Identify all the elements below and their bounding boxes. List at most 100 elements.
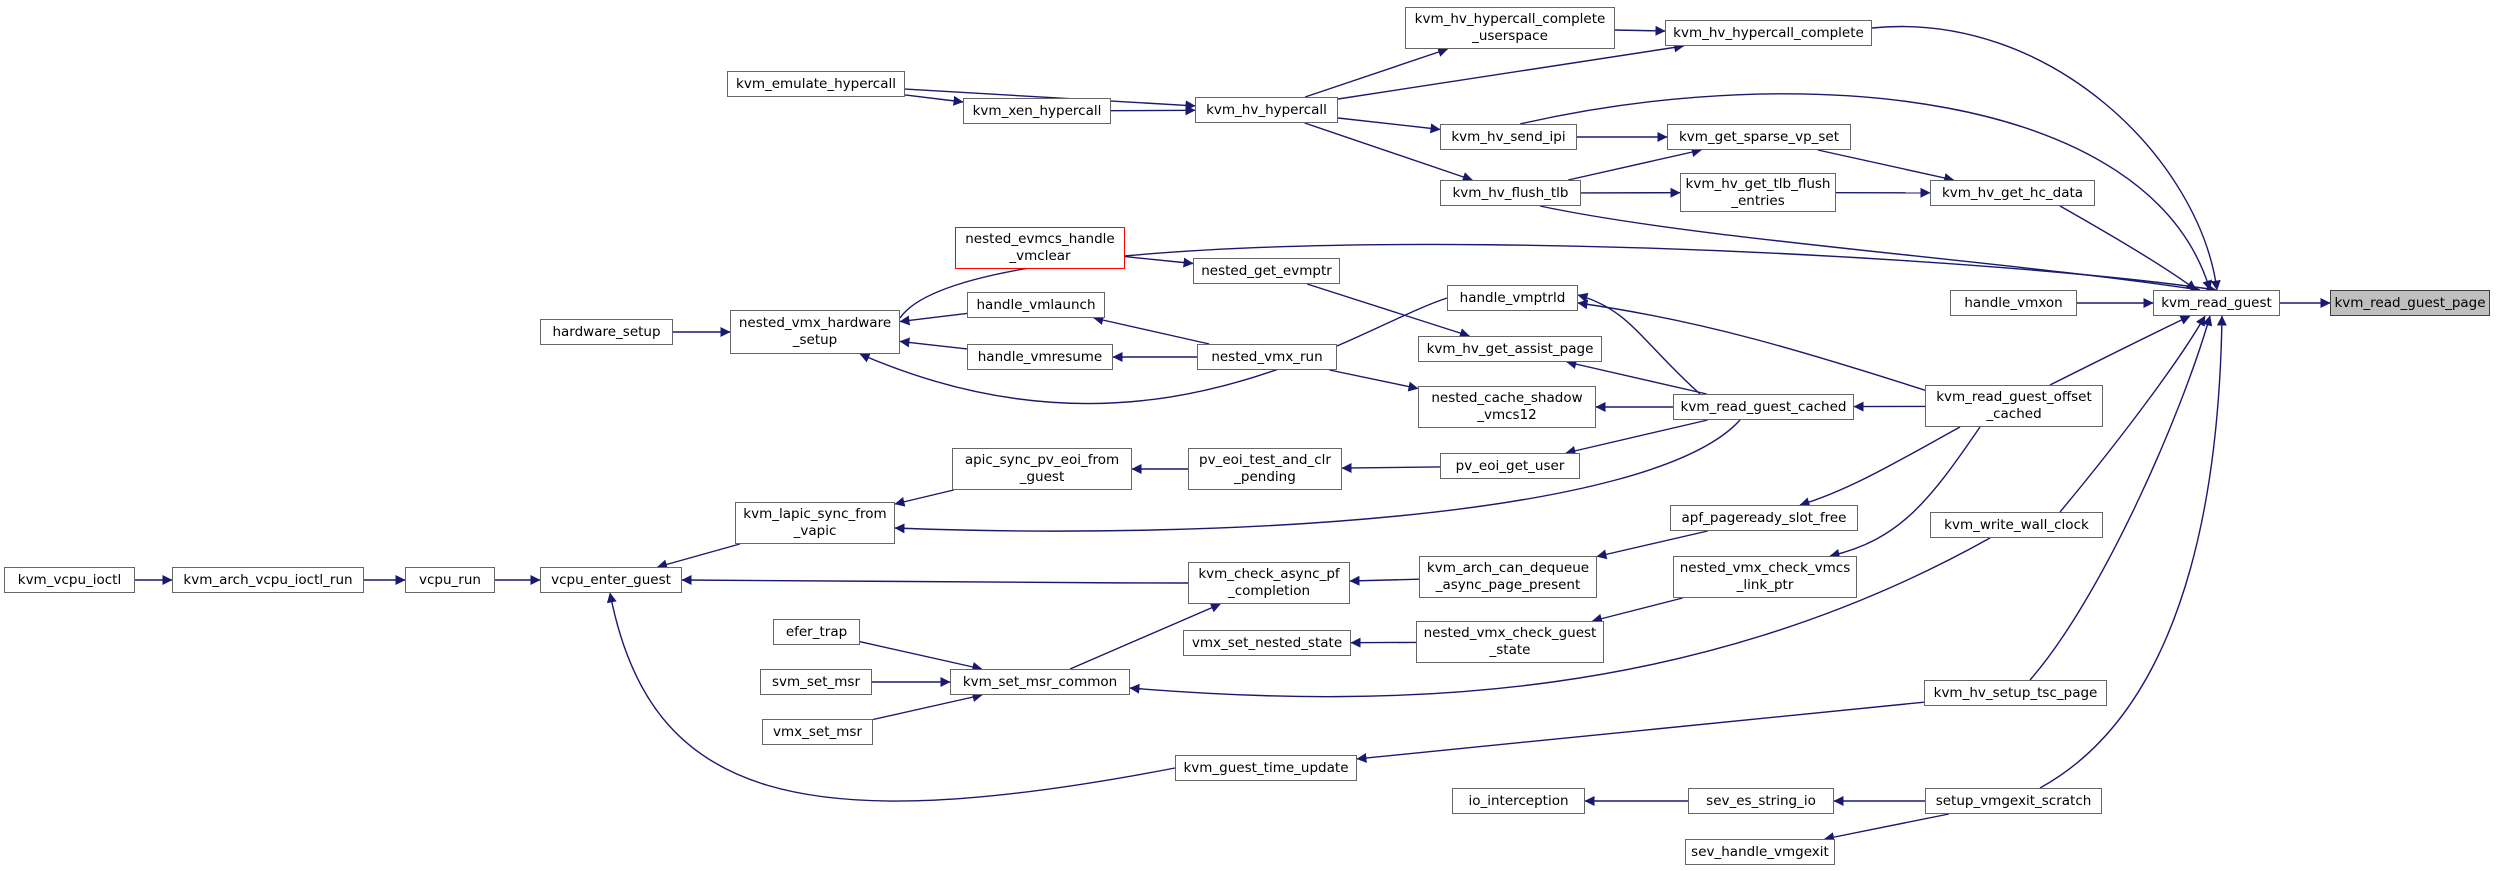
edge-kvm_arch_can_dequeue_async_page_present-to-kvm_check_async_pf_completion — [1349, 575, 1420, 586]
edge-kvm_hv_hypercall-to-kvm_hv_send_ipi — [1337, 117, 1441, 134]
edge-kvm_check_async_pf_completion-to-vcpu_enter_guest — [681, 575, 1189, 586]
edge-kvm_hv_get_hc_data-to-kvm_read_guest — [2059, 205, 2197, 291]
node-nested-vmx-check-vmcs-link-ptr[interactable]: nested_vmx_check_vmcs _link_ptr — [1673, 556, 1857, 598]
edge-kvm_hv_setup_tsc_page-to-kvm_guest_time_update — [1356, 701, 1925, 763]
node-kvm-hv-flush-tlb[interactable]: kvm_hv_flush_tlb — [1440, 180, 1581, 206]
node-vmx-set-nested-state[interactable]: vmx_set_nested_state — [1183, 630, 1351, 656]
node-label: kvm_hv_hypercall_complete _userspace — [1414, 11, 1606, 44]
node-label: kvm_lapic_sync_from _vapic — [743, 506, 887, 539]
edge-kvm_read_guest_offset_cached-to-nested_vmx_check_vmcs_link_ptr — [1829, 426, 1981, 559]
node-kvm-vcpu-ioctl[interactable]: kvm_vcpu_ioctl — [4, 567, 135, 593]
node-svm-set-msr[interactable]: svm_set_msr — [760, 669, 872, 695]
node-nested-vmx-hardware-setup[interactable]: nested_vmx_hardware _setup — [730, 310, 900, 354]
node-pv-eoi-test-and-clr-pending[interactable]: pv_eoi_test_and_clr _pending — [1188, 448, 1342, 490]
edge-handle_vmresume-to-nested_vmx_hardware_setup — [899, 337, 968, 350]
edge-kvm_hv_hypercall-to-kvm_hv_hypercall_complete_userspace — [1304, 47, 1449, 98]
node-kvm-hv-get-tlb-flush-entries[interactable]: kvm_hv_get_tlb_flush _entries — [1680, 173, 1836, 212]
node-label: kvm_hv_hypercall — [1206, 101, 1327, 118]
edge-kvm_hv_hypercall_complete_userspace-to-kvm_hv_hypercall_complete — [1614, 25, 1666, 36]
node-label: kvm_read_guest_offset _cached — [1936, 389, 2092, 422]
edge-kvm_hv_setup_tsc_page-to-kvm_read_guest — [2029, 315, 2213, 681]
node-kvm-guest-time-update[interactable]: kvm_guest_time_update — [1175, 755, 1357, 781]
node-efer-trap[interactable]: efer_trap — [773, 619, 860, 645]
node-label: kvm_guest_time_update — [1183, 759, 1349, 776]
node-label: nested_vmx_run — [1211, 348, 1323, 365]
node-vmx-set-msr[interactable]: vmx_set_msr — [762, 719, 873, 745]
edge-kvm_read_guest_cached-to-handle_vmptrld — [1577, 292, 1701, 395]
node-kvm-hv-hypercall-complete-userspace[interactable]: kvm_hv_hypercall_complete _userspace — [1405, 7, 1615, 49]
edge-kvm_hv_hypercall-to-kvm_hv_hypercall_complete — [1337, 42, 1685, 100]
edge-kvm_hv_flush_tlb-to-kvm_get_sparse_vp_set — [1568, 147, 1702, 181]
node-kvm-write-wall-clock[interactable]: kvm_write_wall_clock — [1930, 512, 2103, 538]
node-kvm-hv-hypercall[interactable]: kvm_hv_hypercall — [1195, 97, 1338, 123]
node-label: kvm_write_wall_clock — [1944, 516, 2089, 533]
node-label: nested_vmx_check_guest _state — [1423, 625, 1597, 658]
node-apic-sync-pv-eoi-from-guest[interactable]: apic_sync_pv_eoi_from _guest — [952, 448, 1132, 490]
node-kvm-lapic-sync-from-vapic[interactable]: kvm_lapic_sync_from _vapic — [735, 502, 895, 544]
node-label: kvm_hv_get_assist_page — [1426, 340, 1594, 357]
node-label: sev_es_string_io — [1706, 792, 1816, 809]
edge-kvm_hv_send_ipi-to-kvm_read_guest — [1519, 93, 2213, 291]
node-kvm-hv-get-assist-page[interactable]: kvm_hv_get_assist_page — [1418, 336, 1602, 362]
node-apf-pageready-slot-free[interactable]: apf_pageready_slot_free — [1670, 505, 1858, 531]
node-io-interception[interactable]: io_interception — [1452, 788, 1585, 814]
node-kvm-read-guest[interactable]: kvm_read_guest — [2153, 290, 2280, 316]
node-vcpu-enter-guest[interactable]: vcpu_enter_guest — [540, 567, 682, 593]
node-label: kvm_xen_hypercall — [972, 102, 1102, 119]
node-handle-vmresume[interactable]: handle_vmresume — [967, 344, 1113, 370]
node-label: sev_handle_vmgexit — [1691, 843, 1829, 860]
node-label: kvm_check_async_pf _completion — [1198, 566, 1340, 599]
edge-nested_vmx_run-to-nested_cache_shadow_vmcs12 — [1329, 369, 1419, 392]
edge-pv_eoi_get_user-to-pv_eoi_test_and_clr_pending — [1341, 462, 1441, 473]
node-label: kvm_hv_hypercall_complete — [1673, 24, 1864, 41]
node-kvm-hv-get-hc-data[interactable]: kvm_hv_get_hc_data — [1930, 180, 2095, 206]
node-nested-vmx-run[interactable]: nested_vmx_run — [1197, 344, 1337, 370]
node-setup-vmgexit-scratch[interactable]: setup_vmgexit_scratch — [1925, 788, 2102, 814]
node-label: pv_eoi_test_and_clr _pending — [1199, 452, 1331, 485]
node-pv-eoi-get-user[interactable]: pv_eoi_get_user — [1440, 453, 1580, 479]
edge-kvm_lapic_sync_from_vapic-to-vcpu_enter_guest — [657, 543, 740, 570]
node-hardware-setup[interactable]: hardware_setup — [540, 319, 673, 345]
node-kvm-xen-hypercall[interactable]: kvm_xen_hypercall — [963, 98, 1111, 124]
node-handle-vmxon[interactable]: handle_vmxon — [1950, 290, 2077, 316]
node-handle-vmptrld[interactable]: handle_vmptrld — [1447, 285, 1578, 311]
node-handle-vmlaunch[interactable]: handle_vmlaunch — [967, 292, 1105, 318]
node-sev-es-string-io[interactable]: sev_es_string_io — [1688, 788, 1834, 814]
node-kvm-hv-send-ipi[interactable]: kvm_hv_send_ipi — [1440, 124, 1577, 150]
node-vcpu-run[interactable]: vcpu_run — [405, 567, 495, 593]
edge-apf_pageready_slot_free-to-kvm_arch_can_dequeue_async_page_present — [1596, 530, 1708, 560]
node-label: vcpu_enter_guest — [551, 571, 671, 588]
node-kvm-emulate-hypercall[interactable]: kvm_emulate_hypercall — [727, 71, 905, 97]
node-nested-vmx-check-guest-state[interactable]: nested_vmx_check_guest _state — [1416, 621, 1604, 663]
node-kvm-hv-hypercall-complete[interactable]: kvm_hv_hypercall_complete — [1665, 20, 1872, 46]
node-nested-get-evmptr[interactable]: nested_get_evmptr — [1193, 258, 1340, 284]
node-kvm-read-guest-offset-cached[interactable]: kvm_read_guest_offset _cached — [1925, 385, 2103, 427]
node-label: svm_set_msr — [771, 673, 861, 690]
node-sev-handle-vmgexit[interactable]: sev_handle_vmgexit — [1685, 839, 1835, 865]
edge-kvm_get_sparse_vp_set-to-kvm_hv_get_hc_data — [1817, 149, 1955, 183]
node-label: nested_cache_shadow _vmcs12 — [1431, 390, 1583, 423]
node-kvm-arch-vcpu-ioctl-run[interactable]: kvm_arch_vcpu_ioctl_run — [172, 567, 364, 593]
node-nested-cache-shadow-vmcs12[interactable]: nested_cache_shadow _vmcs12 — [1418, 386, 1596, 428]
node-kvm-hv-setup-tsc-page[interactable]: kvm_hv_setup_tsc_page — [1924, 680, 2107, 706]
node-label: kvm_set_msr_common — [962, 673, 1118, 690]
node-label: io_interception — [1468, 792, 1569, 809]
node-label: pv_eoi_get_user — [1455, 457, 1565, 474]
edge-kvm_emulate_hypercall-to-kvm_xen_hypercall — [904, 94, 964, 106]
node-kvm-check-async-pf-completion[interactable]: kvm_check_async_pf _completion — [1188, 562, 1350, 604]
node-label: vmx_set_msr — [773, 723, 862, 740]
node-kvm-get-sparse-vp-set[interactable]: kvm_get_sparse_vp_set — [1667, 124, 1851, 150]
node-label: handle_vmresume — [977, 348, 1103, 365]
edge-setup_vmgexit_scratch-to-sev_handle_vmgexit — [1824, 813, 1950, 843]
node-kvm-set-msr-common[interactable]: kvm_set_msr_common — [950, 669, 1130, 695]
node-kvm-arch-can-dequeue-async-page-present[interactable]: kvm_arch_can_dequeue _async_page_present — [1419, 556, 1597, 598]
node-label: nested_vmx_hardware _setup — [738, 315, 892, 348]
node-nested-evmcs-handle-vmclear[interactable]: nested_evmcs_handle _vmclear — [955, 227, 1125, 269]
node-label: kvm_read_guest_page — [2334, 294, 2486, 311]
edge-kvm_set_msr_common-to-kvm_check_async_pf_completion — [1069, 603, 1221, 670]
node-label: nested_get_evmptr — [1201, 262, 1332, 279]
node-kvm-read-guest-cached[interactable]: kvm_read_guest_cached — [1673, 394, 1854, 420]
edge-kvm_read_guest_cached-to-kvm_hv_get_assist_page — [1566, 359, 1707, 395]
node-label: kvm_hv_get_hc_data — [1941, 184, 2084, 201]
